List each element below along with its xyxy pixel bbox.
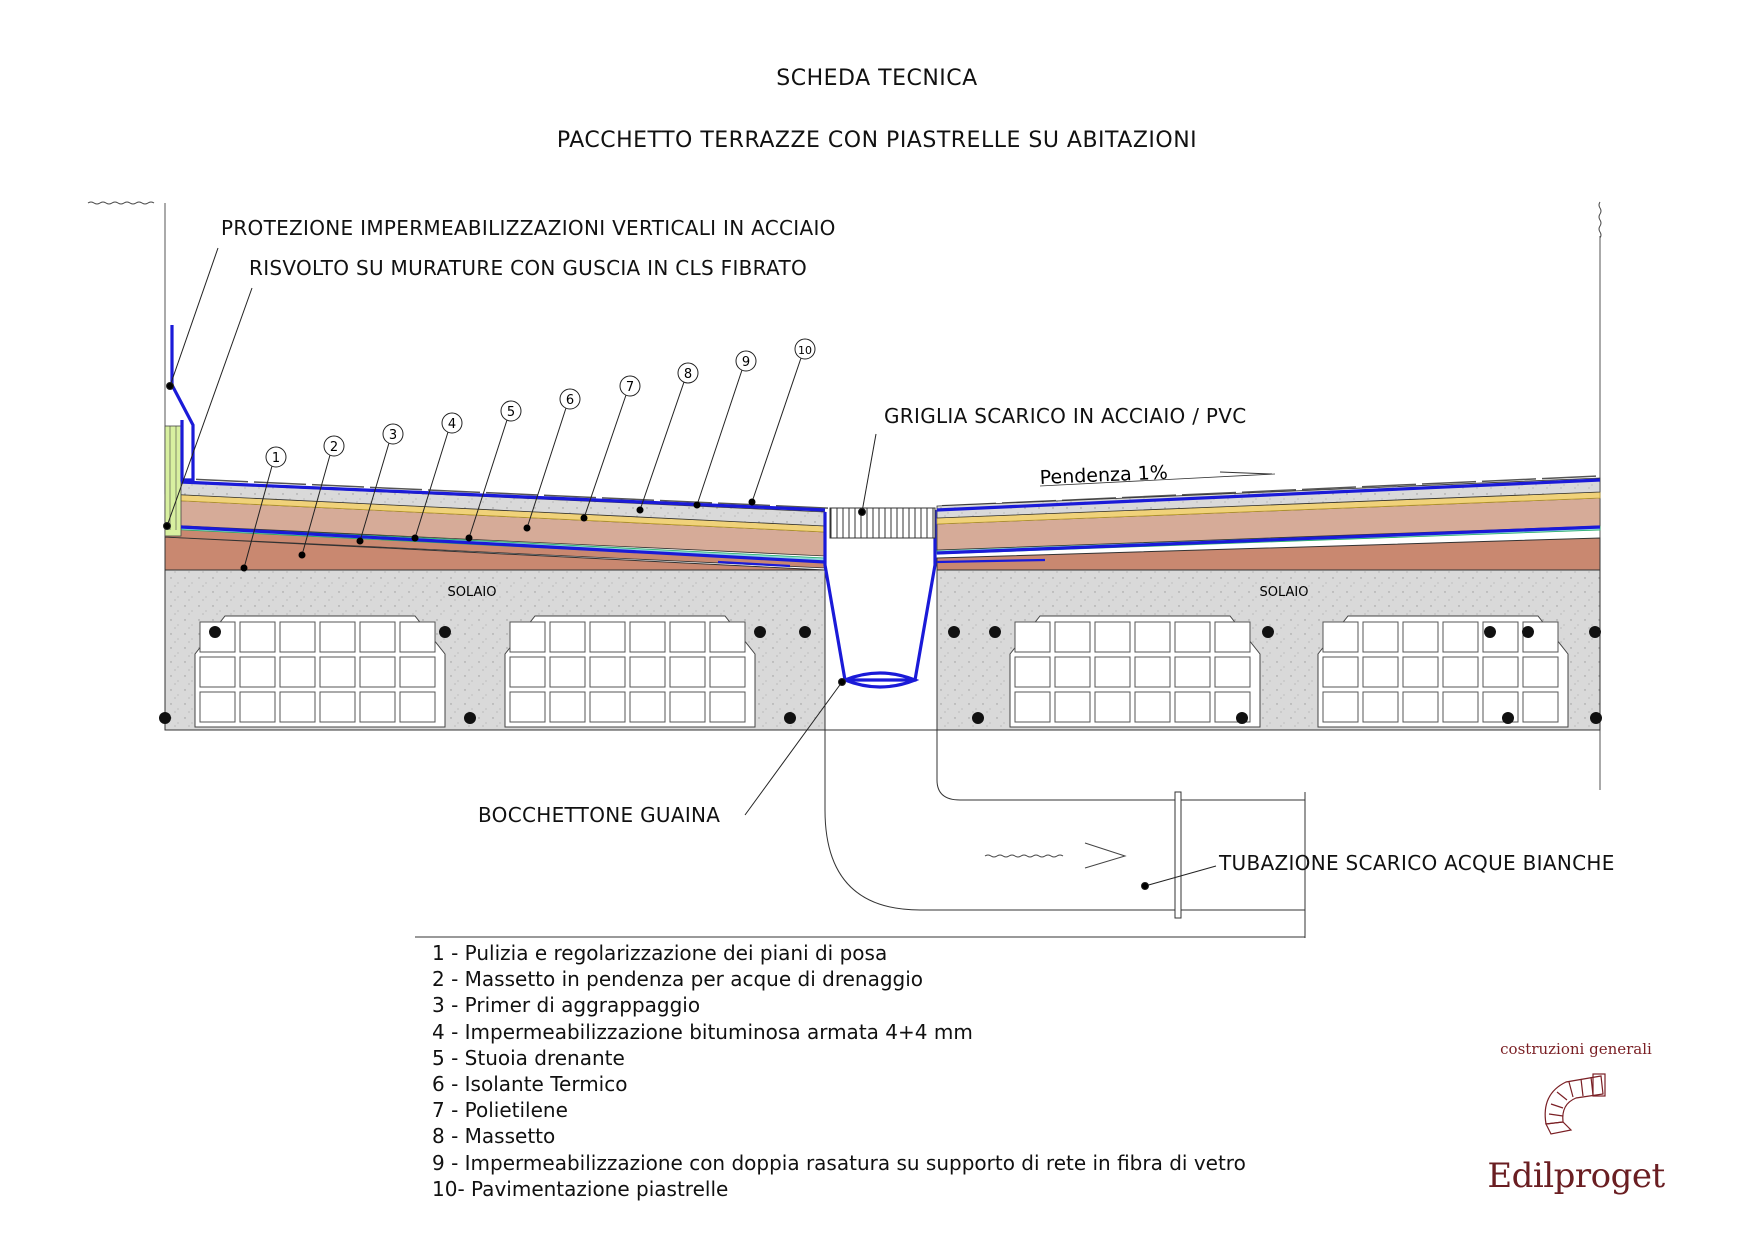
layer-number: 10 bbox=[748, 338, 816, 506]
hollow-block bbox=[194, 615, 446, 728]
drain-grate bbox=[829, 507, 936, 539]
legend-item: 7 - Polietilene bbox=[432, 1098, 568, 1123]
rebar-dot bbox=[799, 626, 811, 638]
layer-number-label: 2 bbox=[330, 440, 338, 455]
page-title: SCHEDA TECNICA bbox=[776, 66, 978, 91]
layer-number-callouts: 1 2 3 4 5 6 7 8 9 10 bbox=[240, 338, 816, 572]
legend-item: 1 - Pulizia e regolarizzazione dei piani… bbox=[432, 941, 888, 965]
callout-griglia: GRIGLIA SCARICO IN ACCIAIO / PVC bbox=[884, 404, 1247, 428]
leader-lines bbox=[163, 247, 1217, 890]
rebar-dot bbox=[1502, 712, 1514, 724]
rebar-dot bbox=[1590, 712, 1602, 724]
layer-number-label: 1 bbox=[272, 451, 280, 466]
callout-risvolto: RISVOLTO SU MURATURE CON GUSCIA IN CLS F… bbox=[249, 256, 808, 280]
layer-number-label: 3 bbox=[389, 428, 397, 443]
company-logo: costruzioni generali Edilproget bbox=[1476, 1040, 1676, 1220]
layer-number-label: 8 bbox=[684, 367, 692, 382]
logo-mark-icon bbox=[1544, 1073, 1606, 1135]
layer-number: 9 bbox=[693, 350, 757, 509]
callout-bocchettone: BOCCHETTONE GUAINA bbox=[478, 803, 721, 827]
legend-item: 2 - Massetto in pendenza per acque di dr… bbox=[432, 967, 924, 992]
rebar-dot bbox=[948, 626, 960, 638]
logo-name: Edilproget bbox=[1487, 1156, 1665, 1196]
layer-number: 8 bbox=[636, 362, 699, 514]
hollow-block bbox=[504, 615, 756, 728]
drain-pipe bbox=[824, 730, 1305, 911]
rebar-dot bbox=[754, 626, 766, 638]
layer-number-label: 9 bbox=[742, 355, 750, 370]
hollow-blocks bbox=[194, 615, 1569, 728]
layer-number-label: 7 bbox=[626, 380, 634, 395]
rebar-dot bbox=[1236, 712, 1248, 724]
rebar-dot bbox=[439, 626, 451, 638]
membrane-lines bbox=[170, 325, 1601, 689]
layer-number-label: 4 bbox=[448, 417, 456, 432]
rebar-dot bbox=[1484, 626, 1496, 638]
slab-label-right: SOLAIO bbox=[1260, 585, 1309, 600]
hollow-block bbox=[1009, 615, 1261, 728]
legend-item: 3 - Primer di aggrappaggio bbox=[432, 993, 701, 1018]
layer-number: 2 bbox=[298, 435, 345, 559]
layer-number-label: 5 bbox=[507, 405, 515, 420]
layer-legend: 1 - Pulizia e regolarizzazione dei piani… bbox=[432, 940, 1246, 1202]
rebar-dot bbox=[989, 626, 1001, 638]
layer-number: 6 bbox=[523, 388, 581, 532]
layer-number-label: 6 bbox=[566, 393, 574, 408]
rebar-dot bbox=[1589, 626, 1601, 638]
rebar-dot bbox=[1262, 626, 1274, 638]
legend-item: 10- Pavimentazione piastrelle bbox=[432, 1176, 729, 1201]
rebar-dot bbox=[159, 712, 171, 724]
rebar-dot bbox=[209, 626, 221, 638]
slope-label: Pendenza 1% bbox=[1039, 462, 1168, 489]
rebar-dot bbox=[1522, 626, 1534, 638]
layer-number: 5 bbox=[465, 400, 522, 542]
legend-item: 4 - Impermeabilizzazione bituminosa arma… bbox=[432, 1019, 973, 1044]
legend-item: 8 - Massetto bbox=[432, 1124, 556, 1149]
layer-number: 3 bbox=[356, 423, 404, 545]
wall-cove bbox=[164, 425, 182, 537]
ground-line bbox=[87, 201, 155, 205]
layer-number: 7 bbox=[580, 375, 641, 522]
callout-protezione: PROTEZIONE IMPERMEABILIZZAZIONI VERTICAL… bbox=[221, 216, 836, 240]
slab-label-left: SOLAIO bbox=[448, 585, 497, 600]
rebar-dot bbox=[972, 712, 984, 724]
layer-number: 4 bbox=[411, 412, 463, 542]
logo-tagline: costruzioni generali bbox=[1500, 1040, 1652, 1058]
page-subtitle: PACCHETTO TERRAZZE CON PIASTRELLE SU ABI… bbox=[556, 128, 1198, 153]
rebar-dot bbox=[784, 712, 796, 724]
pipe-flange bbox=[1174, 791, 1182, 919]
rebar-dots bbox=[159, 626, 1602, 724]
hollow-block bbox=[1317, 615, 1569, 728]
layer-screed-slope-left bbox=[164, 536, 826, 571]
layer-number: 1 bbox=[240, 446, 287, 572]
flow-arrow bbox=[984, 854, 1064, 858]
callout-tubazione: TUBAZIONE SCARICO ACQUE BIANCHE bbox=[1219, 851, 1615, 875]
legend-item: 5 - Stuoia drenante bbox=[432, 1045, 625, 1070]
legend-item: 6 - Isolante Termico bbox=[432, 1072, 628, 1097]
layer-screed-slope-right bbox=[936, 537, 1601, 571]
layer-number-label: 10 bbox=[798, 344, 812, 357]
rebar-dot bbox=[464, 712, 476, 724]
legend-item: 9 - Impermeabilizzazione con doppia rasa… bbox=[432, 1150, 1246, 1175]
